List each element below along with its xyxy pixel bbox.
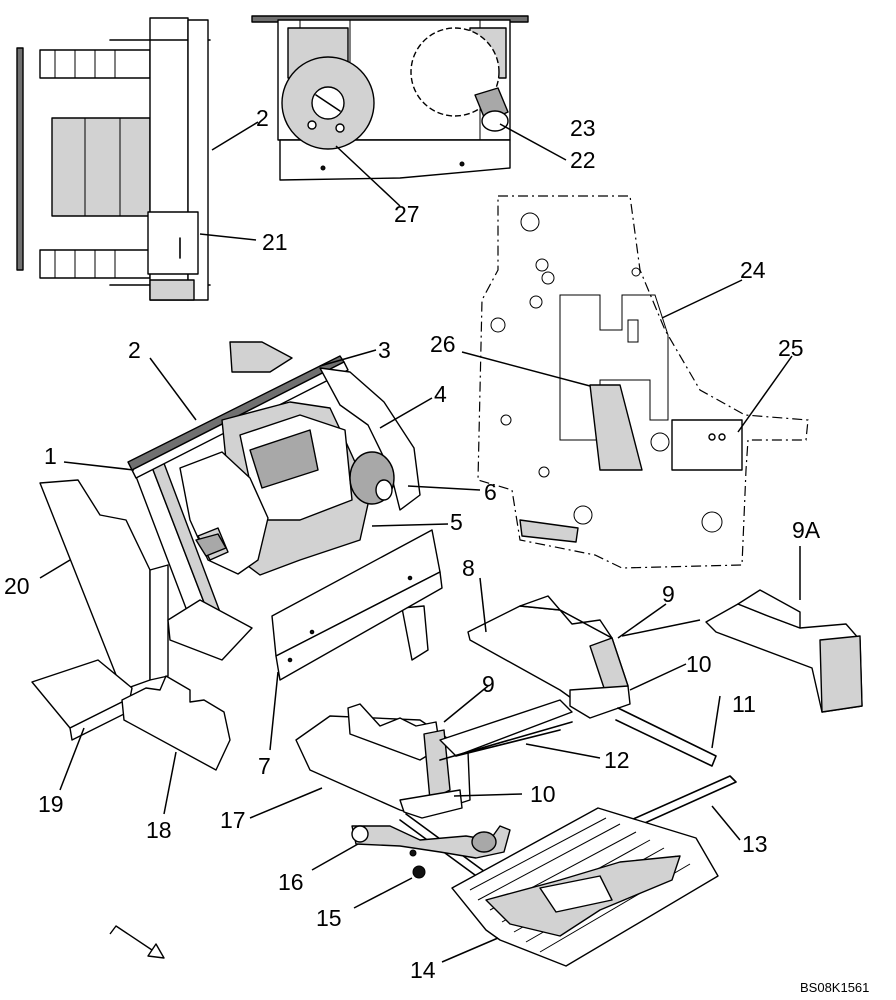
inset-side-view	[16, 17, 211, 301]
callout-24: 24	[740, 257, 766, 283]
callout-27: 27	[394, 201, 420, 227]
callout-10-lower: 10	[530, 781, 556, 807]
callout-2: 2	[128, 337, 141, 363]
duct-outlet-lower	[295, 699, 573, 819]
callout-14: 14	[410, 957, 436, 983]
callout-3: 3	[378, 337, 391, 363]
callout-16: 16	[278, 869, 304, 895]
main-assembly	[31, 341, 443, 771]
drawing-reference-code: BS08K1561	[800, 980, 869, 995]
callout-8: 8	[462, 555, 475, 581]
callout-1: 1	[44, 443, 57, 469]
callout-17: 17	[220, 807, 246, 833]
side-panel	[477, 195, 809, 569]
callout-18: 18	[146, 817, 172, 843]
leader-lines	[39, 121, 801, 963]
callout-4: 4	[434, 381, 447, 407]
callout-5: 5	[450, 509, 463, 535]
duct-outlet-upper	[467, 595, 717, 767]
front-direction-arrow	[109, 925, 165, 959]
duct-outlet-9a	[705, 589, 863, 713]
callout-21: 21	[262, 229, 288, 255]
callouts: 2 21 23 22 27 24 25 26 2 3 4 1 6 5 9A 8 …	[4, 105, 821, 983]
callout-23: 23	[570, 115, 596, 141]
callout-20: 20	[4, 573, 30, 599]
callout-9-upper: 9	[662, 581, 675, 607]
callout-10-upper: 10	[686, 651, 712, 677]
callout-12: 12	[604, 747, 630, 773]
callout-19: 19	[38, 791, 64, 817]
callout-15: 15	[316, 905, 342, 931]
callout-6: 6	[484, 479, 497, 505]
callout-11: 11	[732, 691, 756, 717]
callout-22: 22	[570, 147, 596, 173]
callout-13: 13	[742, 831, 768, 857]
callout-9-lower: 9	[482, 671, 495, 697]
callout-9A: 9A	[792, 517, 821, 543]
callout-7: 7	[258, 753, 271, 779]
callout-25: 25	[778, 335, 804, 361]
callout-26: 26	[430, 331, 456, 357]
hardware	[351, 775, 737, 967]
callout-2-inset: 2	[256, 105, 269, 131]
inset-blower-housing	[251, 15, 529, 181]
